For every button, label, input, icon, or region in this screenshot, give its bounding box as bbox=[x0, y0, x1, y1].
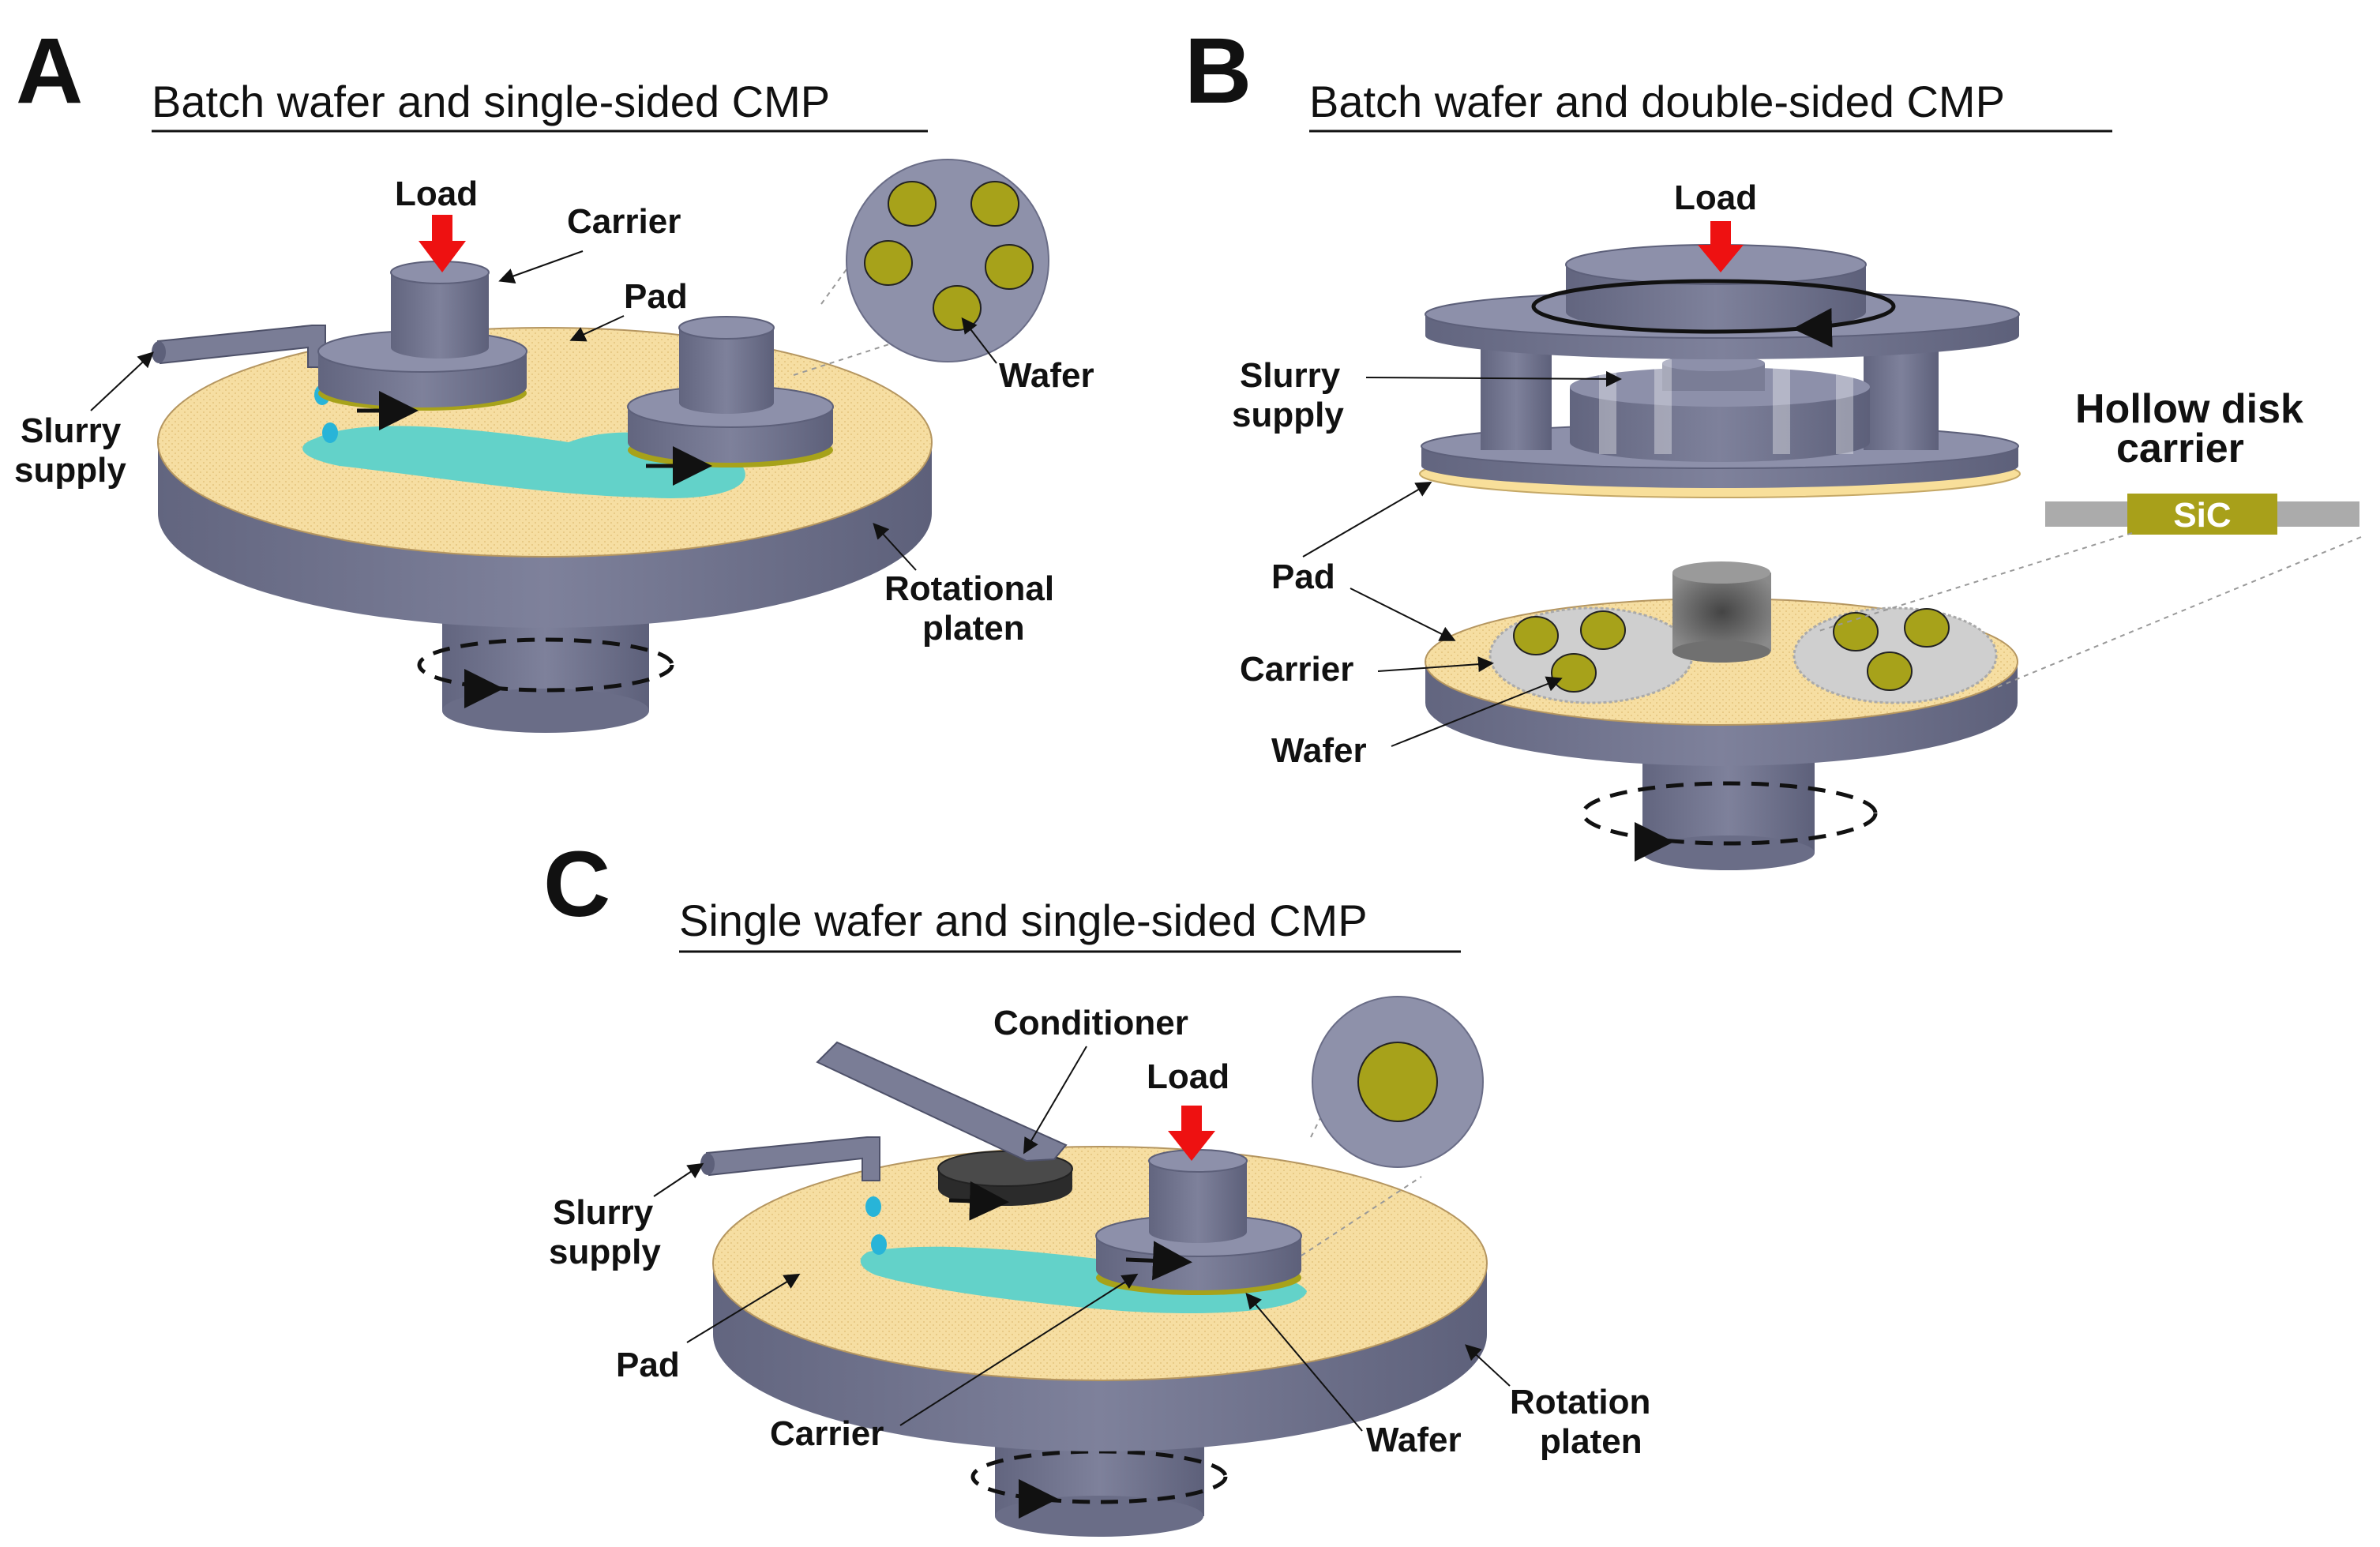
label-carrier-b: Carrier bbox=[1240, 650, 1353, 689]
wafer-dot bbox=[1551, 653, 1597, 693]
load-arrow-b bbox=[1698, 221, 1744, 272]
hollow-carriers-b bbox=[1488, 606, 1998, 704]
label-pad-c: Pad bbox=[616, 1346, 680, 1384]
label-sic: SiC bbox=[2173, 496, 2231, 535]
hollow-disk-carrier-section: SiC bbox=[1815, 494, 2362, 688]
panel-b-title: Batch wafer and double-sided CMP bbox=[1309, 77, 2005, 126]
label-platen-a-2: platen bbox=[922, 609, 1025, 648]
label-wafer-a: Wafer bbox=[999, 356, 1094, 395]
wafer-dot bbox=[1904, 608, 1950, 648]
center-pin-b bbox=[1672, 561, 1771, 663]
label-slurry-c-1: Slurry bbox=[553, 1193, 654, 1232]
load-arrow-c bbox=[1168, 1106, 1215, 1161]
pillars-b bbox=[1481, 344, 1939, 462]
carrier-bar-right bbox=[2277, 501, 2359, 527]
label-pad-a: Pad bbox=[624, 277, 688, 316]
carrier-a2 bbox=[627, 316, 834, 486]
label-platen-c-2: platen bbox=[1540, 1422, 1642, 1461]
rotation-arrow-c bbox=[970, 1449, 1228, 1504]
wafer-dot bbox=[1513, 616, 1559, 655]
label-load-a: Load bbox=[395, 175, 478, 213]
sic-block bbox=[2127, 494, 2277, 535]
label-wafer-b: Wafer bbox=[1271, 731, 1367, 770]
panel-a-title: Batch wafer and single-sided CMP bbox=[152, 77, 830, 126]
slurry-drop-c1 bbox=[865, 1196, 881, 1217]
slurry-pipe-c bbox=[700, 1136, 880, 1181]
panel-b-letter: B bbox=[1184, 19, 1252, 123]
panel-b: B Batch wafer and double-sided CMP bbox=[1184, 19, 2362, 870]
wafer-dot bbox=[1867, 651, 1913, 691]
slurry-drop-a2 bbox=[322, 422, 338, 443]
wafer-dot bbox=[970, 181, 1019, 227]
wafer-dot bbox=[933, 285, 982, 331]
wafer-inset-a bbox=[793, 159, 1049, 376]
wafer-dot bbox=[1580, 610, 1626, 650]
label-slurry-b-2: supply bbox=[1232, 396, 1344, 434]
label-wafer-c: Wafer bbox=[1366, 1421, 1462, 1459]
wafer-dot bbox=[1357, 1042, 1438, 1122]
label-load-c: Load bbox=[1147, 1057, 1229, 1096]
conditioner-c bbox=[816, 1041, 1073, 1221]
label-carrier-a: Carrier bbox=[567, 202, 681, 241]
label-carrier-c: Carrier bbox=[770, 1414, 884, 1453]
panel-c-title: Single wafer and single-sided CMP bbox=[679, 896, 1368, 945]
slurry-puddle-c bbox=[860, 1246, 1307, 1313]
panel-c-letter: C bbox=[543, 832, 610, 937]
load-arrow-a bbox=[419, 215, 466, 272]
rotation-arrow-a bbox=[417, 637, 674, 693]
panel-a-letter: A bbox=[16, 19, 83, 123]
panel-c: C Single wafer and single-sided CMP bbox=[543, 832, 1650, 1537]
label-slurry-b-1: Slurry bbox=[1240, 356, 1341, 395]
wafer-dot bbox=[1833, 612, 1879, 651]
wafer-dot bbox=[888, 181, 937, 227]
label-conditioner-c: Conditioner bbox=[993, 1004, 1188, 1042]
wafer-dot bbox=[985, 244, 1034, 290]
label-hollow-2: carrier bbox=[2116, 426, 2244, 471]
rotation-arrow-b bbox=[1581, 781, 1878, 846]
label-platen-c-1: Rotation bbox=[1510, 1383, 1650, 1421]
label-platen-a-1: Rotational bbox=[884, 569, 1054, 608]
label-load-b: Load bbox=[1674, 178, 1757, 217]
wafer-dot bbox=[864, 240, 913, 286]
slurry-drop-c2 bbox=[871, 1234, 887, 1255]
label-hollow-1: Hollow disk bbox=[2075, 386, 2303, 432]
wafer-inset-c bbox=[1301, 996, 1484, 1256]
panel-a: A Batch wafer and single-sided CMP bbox=[14, 19, 1094, 733]
slurry-pipe-a bbox=[152, 325, 326, 368]
label-slurry-a-1: Slurry bbox=[21, 411, 122, 450]
label-slurry-c-2: supply bbox=[549, 1233, 661, 1271]
rotation-arrow-b-top bbox=[1531, 279, 1896, 334]
carrier-a1 bbox=[317, 261, 527, 430]
carrier-bar-left bbox=[2045, 501, 2127, 527]
label-pad-b: Pad bbox=[1271, 558, 1335, 596]
label-slurry-a-2: supply bbox=[14, 451, 126, 490]
carrier-c bbox=[1095, 1149, 1302, 1295]
conditioner-arm bbox=[816, 1041, 1068, 1162]
